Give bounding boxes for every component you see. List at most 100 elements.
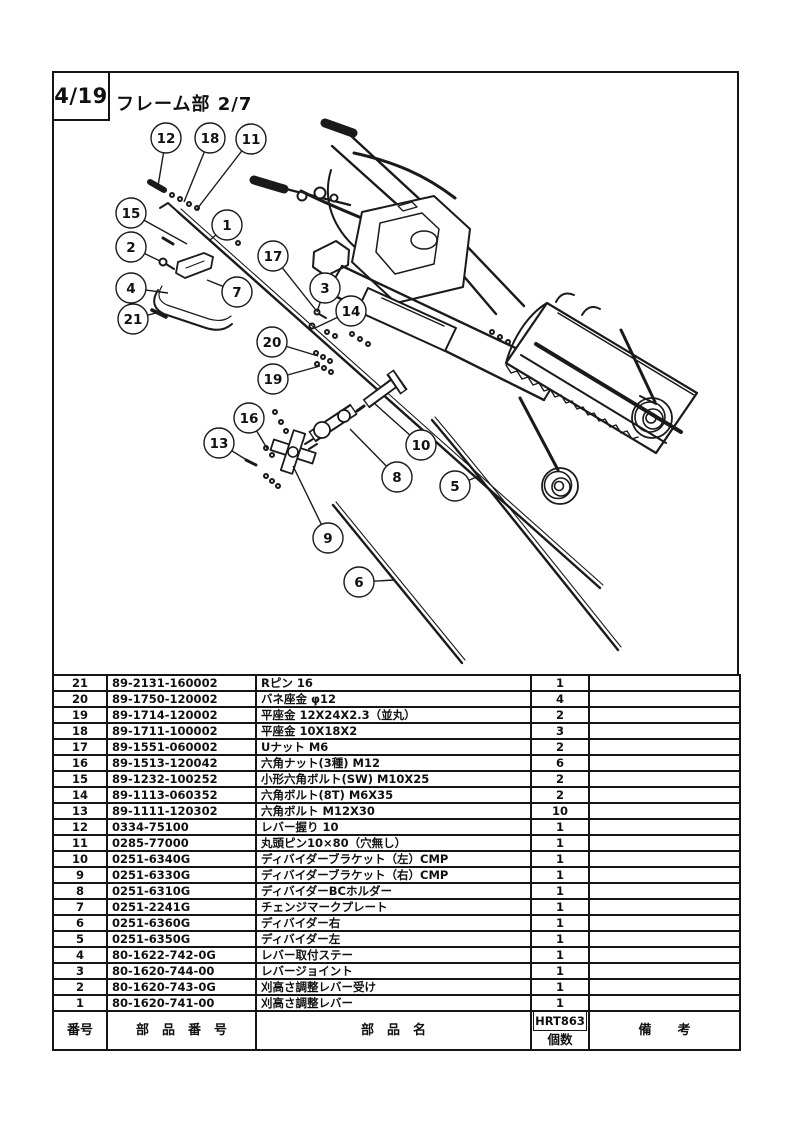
row-qty: 2 [530,786,590,804]
row-part-name: バネ座金 φ12 [255,690,532,708]
header-remarks: 備 考 [588,1010,741,1051]
row-remarks [588,834,741,852]
row-part-number: 0251-2241G [106,898,257,916]
row-no: 19 [52,706,108,724]
row-part-number: 89-1551-060002 [106,738,257,756]
row-no: 12 [52,818,108,836]
row-no: 3 [52,962,108,980]
callout-leader-2 [144,252,161,262]
row-part-name: ディバイダーBCホルダー [255,882,532,900]
row-part-number: 89-1232-100252 [106,770,257,788]
row-qty: 1 [530,914,590,932]
row-part-name: 平座金 10X18X2 [255,722,532,740]
callout-circle-12 [150,122,182,154]
callout-circle-19 [257,363,289,395]
callout-leader-4 [145,289,169,294]
row-no: 18 [52,722,108,740]
row-remarks [588,738,741,756]
callout-number-6: 6 [354,575,363,591]
callout-leader-7 [206,279,224,288]
row-part-number: 89-1513-120042 [106,754,257,772]
callout-leader-18 [183,151,206,203]
row-part-name: 丸頭ピン10×80（穴無し） [255,834,532,852]
callout-number-7: 7 [232,285,241,301]
row-qty: 1 [530,866,590,884]
callout-circle-9 [312,522,344,554]
callout-number-4: 4 [126,281,135,297]
row-part-name: 平座金 12X24X2.3（並丸） [255,706,532,724]
callout-circle-18 [194,122,226,154]
callout-number-11: 11 [242,132,261,148]
row-part-name: ディバイダーブラケット（左）CMP [255,850,532,868]
row-part-name: 小形六角ボルト(SW) M10X25 [255,770,532,788]
row-part-name: 刈高さ調整レバー [255,994,532,1012]
callout-leader-6 [373,579,395,582]
row-no: 11 [52,834,108,852]
row-qty: 1 [530,930,590,948]
machine-illustration [147,118,699,665]
row-part-number: 89-1750-120002 [106,690,257,708]
row-part-number: 0251-6340G [106,850,257,868]
callout-leader-17 [281,267,316,310]
row-qty: 1 [530,882,590,900]
row-part-number: 80-1620-744-00 [106,962,257,980]
row-no: 6 [52,914,108,932]
row-qty: 1 [530,978,590,996]
header-no: 番号 [52,1010,108,1051]
row-remarks [588,786,741,804]
row-qty: 1 [530,946,590,964]
row-qty: 10 [530,802,590,820]
row-remarks [588,946,741,964]
callout-circle-2 [115,231,147,263]
row-remarks [588,978,741,996]
row-remarks [588,674,741,692]
callout-circle-8 [381,461,413,493]
row-qty: 1 [530,834,590,852]
callout-leader-14 [314,316,338,329]
row-part-number: 80-1620-743-0G [106,978,257,996]
callout-leader-10 [373,402,411,436]
callout-circle-7 [221,276,253,308]
row-part-number: 0285-77000 [106,834,257,852]
row-remarks [588,914,741,932]
row-remarks [588,802,741,820]
row-qty: 2 [530,738,590,756]
row-remarks [588,722,741,740]
table-header-row: 番号 部 品 番 号 部 品 名 HRT863 個数 備 考 [52,1010,741,1051]
callout-circle-5 [439,470,471,502]
row-remarks [588,706,741,724]
callout-number-3: 3 [320,281,329,297]
callout-number-12: 12 [157,131,176,147]
row-part-number: 80-1620-741-00 [106,994,257,1012]
header-part-number: 部 品 番 号 [106,1010,257,1051]
callout-circle-21 [117,303,149,335]
row-remarks [588,882,741,900]
callout-circle-1 [211,209,243,241]
row-part-number: 0251-6360G [106,914,257,932]
callout-number-10: 10 [412,438,431,454]
callout-number-2: 2 [126,240,135,256]
row-no: 5 [52,930,108,948]
callout-number-19: 19 [264,372,283,388]
callout-circle-11 [235,123,267,155]
callout-number-17: 17 [264,249,283,265]
page-number: 4/19 [52,71,110,121]
row-qty: 6 [530,754,590,772]
row-no: 4 [52,946,108,964]
callout-leader-8 [349,428,388,467]
row-remarks [588,898,741,916]
callout-number-18: 18 [201,131,220,147]
